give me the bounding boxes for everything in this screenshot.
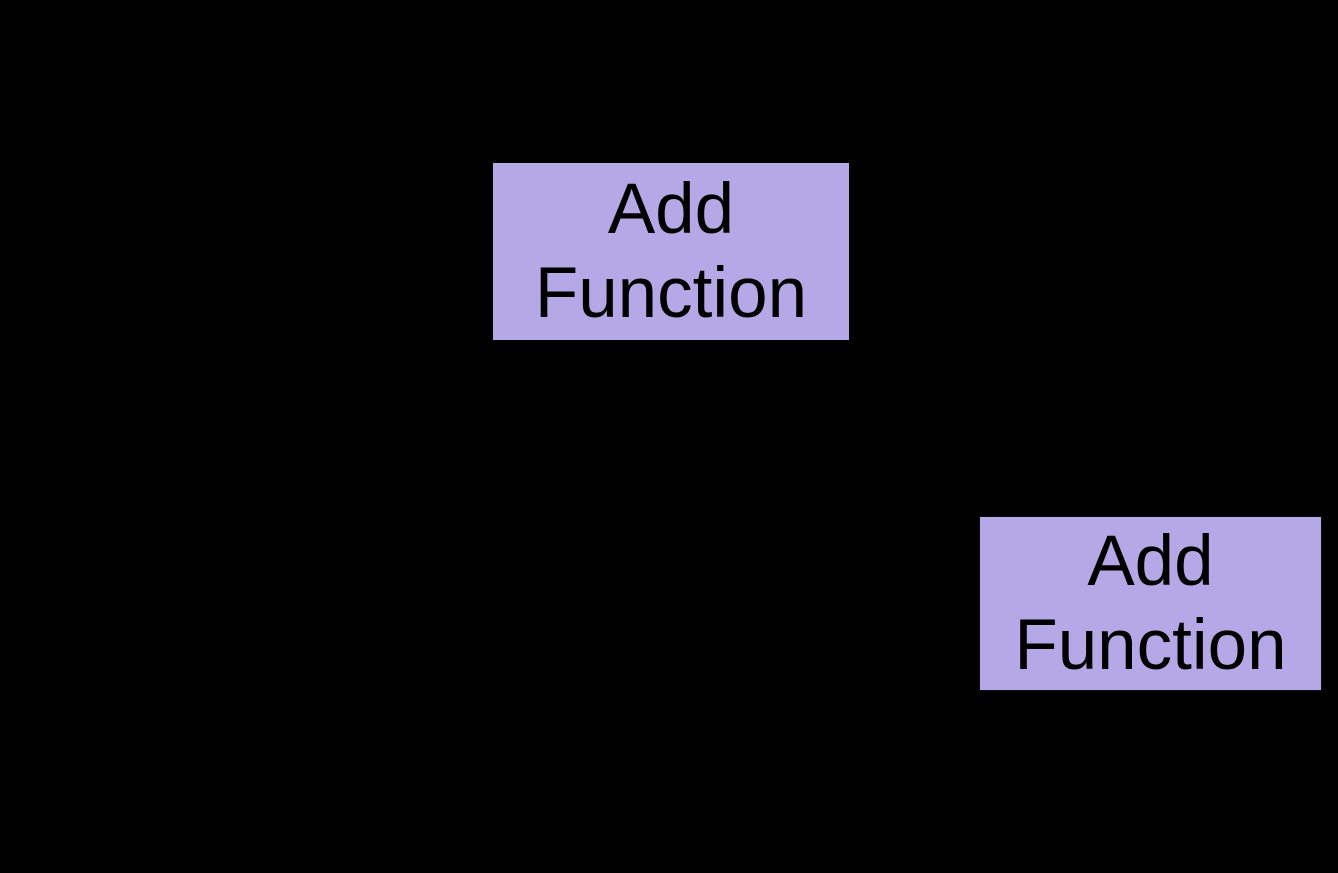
add-function-button-secondary[interactable]: Add Function	[979, 516, 1322, 691]
add-function-label-line-2: Function	[1014, 605, 1287, 685]
add-function-label-line-2: Function	[534, 253, 808, 333]
add-function-button-primary[interactable]: Add Function	[493, 163, 849, 340]
add-function-label-line-1: Add	[607, 170, 735, 250]
add-function-label-line-1: Add	[1087, 522, 1214, 602]
